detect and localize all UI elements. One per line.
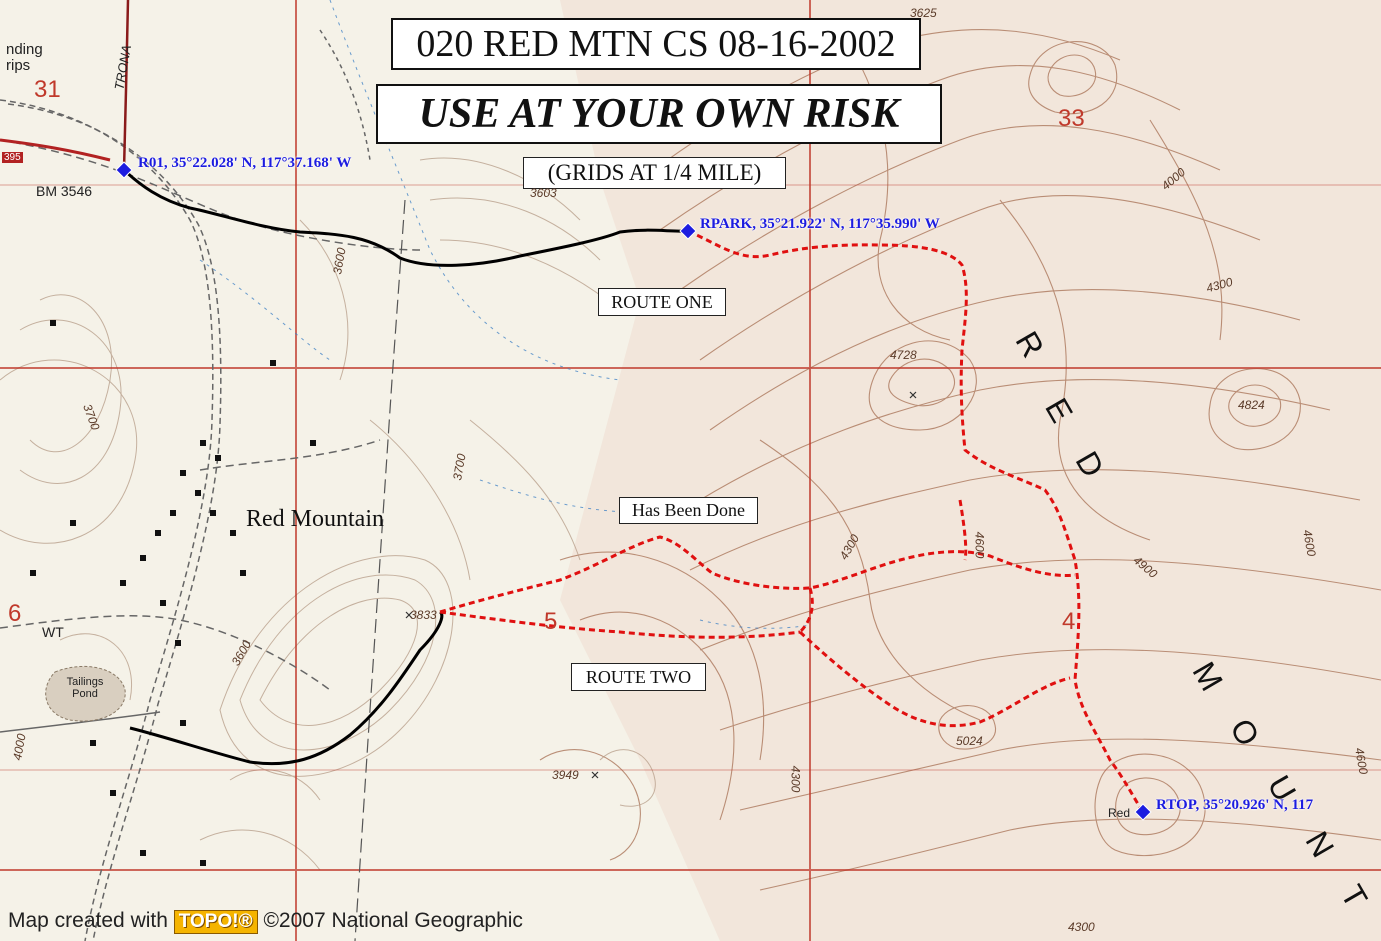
elev-label: 5024 xyxy=(956,734,983,748)
railroad xyxy=(122,0,130,171)
buildings xyxy=(30,320,316,866)
hwy-395-shield: 395 xyxy=(2,152,23,163)
elev-label: 3625 xyxy=(910,6,937,20)
waypoint-markers xyxy=(115,161,1152,821)
contours xyxy=(539,29,1381,891)
tailings-pond-label: Tailings Pond xyxy=(66,676,104,700)
waypoint-r01-label[interactable]: R01, 35°22.028' N, 117°37.168' W xyxy=(138,155,352,171)
wt-label: WT xyxy=(42,624,64,640)
elev-label: 3833 xyxy=(410,608,437,622)
section-5: 5 xyxy=(544,608,558,635)
elev-label: 4600 xyxy=(972,531,987,559)
streams xyxy=(199,0,811,629)
warning-banner: USE AT YOUR OWN RISK xyxy=(376,84,942,144)
elev-label: 4728 xyxy=(890,348,917,362)
has-been-done-label[interactable]: Has Been Done xyxy=(619,497,758,524)
town-red-mountain: Red Mountain xyxy=(246,506,384,532)
elev-label: 4824 xyxy=(1238,398,1265,412)
topo-logo[interactable]: TOPO!® xyxy=(173,910,258,934)
section-31: 31 xyxy=(34,76,61,103)
red-peak-label: Red xyxy=(1108,806,1131,820)
red-routes xyxy=(439,229,1145,813)
credit-prefix: Map created with xyxy=(8,909,168,932)
section-6: 6 xyxy=(8,600,22,627)
route-one-label[interactable]: ROUTE ONE xyxy=(598,288,726,316)
landing-strips-label: nding rips xyxy=(6,41,43,74)
elev-label: 4300 xyxy=(1068,920,1095,934)
elev-label: 4300 xyxy=(788,765,803,793)
waypoint-rtop-label[interactable]: RTOP, 35°20.926' N, 117 xyxy=(1156,797,1314,813)
map-credit: Map created with TOPO!® ©2007 National G… xyxy=(8,909,523,934)
black-routes xyxy=(122,168,689,766)
route-two-label[interactable]: ROUTE TWO xyxy=(571,663,706,691)
grid-note: (GRIDS AT 1/4 MILE) xyxy=(523,157,786,189)
section-33: 33 xyxy=(1058,105,1085,132)
section-4: 4 xyxy=(1062,608,1076,635)
tailings-pond xyxy=(45,665,126,722)
map-title: 020 RED MTN CS 08-16-2002 xyxy=(391,18,921,70)
elev-label: 3949 xyxy=(552,768,579,782)
credit-suffix: ©2007 National Geographic xyxy=(263,909,523,932)
elev-label: 3603 xyxy=(530,186,557,200)
benchmark-label: BM 3546 xyxy=(36,183,93,199)
waypoint-rpark-label[interactable]: RPARK, 35°21.922' N, 117°35.990' W xyxy=(700,216,940,232)
